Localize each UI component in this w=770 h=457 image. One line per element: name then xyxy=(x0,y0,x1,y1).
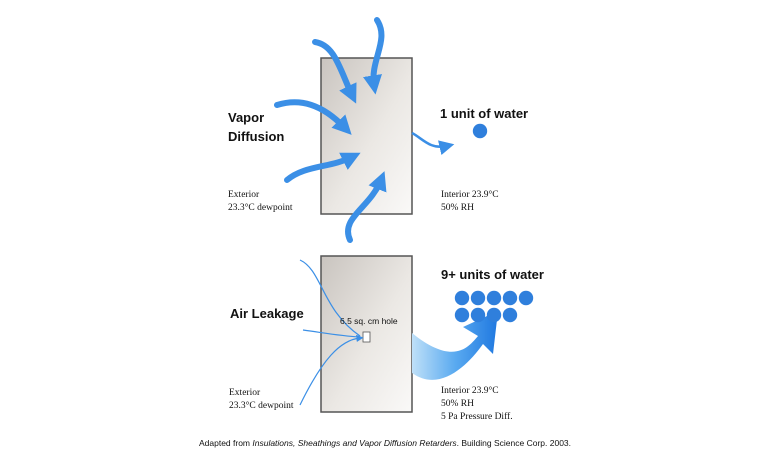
air-exterior-line2: 23.3°C dewpoint xyxy=(229,401,294,411)
vapor-heading-line1: Vapor xyxy=(228,110,265,125)
caption-title: Insulations, Sheathings and Vapor Diffus… xyxy=(252,438,457,448)
air-leakage-arrow xyxy=(412,311,498,380)
hole-label: 6.5 sq. cm hole xyxy=(340,316,398,326)
water-unit-dot xyxy=(486,307,502,323)
water-unit-dot xyxy=(486,290,502,306)
vapor-arrow-2 xyxy=(363,17,385,95)
vapor-arrow-1 xyxy=(312,39,357,104)
vapor-arrow-4 xyxy=(284,152,361,183)
air-line-3 xyxy=(299,334,364,406)
water-unit-dot xyxy=(470,307,486,323)
air-leakage-lines xyxy=(299,259,364,406)
source-caption: Adapted from Insulations, Sheathings and… xyxy=(0,438,770,448)
air-interior-line3: 5 Pa Pressure Diff. xyxy=(441,412,513,422)
water-unit-dot xyxy=(470,290,486,306)
vapor-arrow-3 xyxy=(274,99,352,135)
water-unit-dot xyxy=(472,123,488,139)
water-unit-dot xyxy=(454,307,470,323)
air-exterior-line1: Exterior xyxy=(229,388,261,398)
air-interior-line1: Interior 23.9°C xyxy=(441,386,499,396)
air-result: 9+ units of water xyxy=(441,267,544,282)
vapor-interior-line2: 50% RH xyxy=(441,203,474,213)
vapor-interior-label: Interior 23.9°C 50% RH xyxy=(441,189,499,215)
air-line-1 xyxy=(299,259,361,337)
air-interior-label: Interior 23.9°C 50% RH 5 Pa Pressure Dif… xyxy=(441,385,513,424)
vapor-arrows xyxy=(274,17,387,243)
vapor-interior-line1: Interior 23.9°C xyxy=(441,190,499,200)
air-interior-line2: 50% RH xyxy=(441,399,474,409)
water-unit-dot xyxy=(502,290,518,306)
air-line-2 xyxy=(302,329,361,338)
air-hole xyxy=(362,331,371,343)
vapor-exterior-line1: Exterior xyxy=(228,190,260,200)
air-exterior-label: Exterior 23.3°C dewpoint xyxy=(229,387,294,413)
water-unit-dot xyxy=(454,290,470,306)
vapor-heading: Vapor Diffusion xyxy=(228,108,284,146)
caption-suffix: . Building Science Corp. 2003. xyxy=(456,438,572,448)
vapor-heading-line2: Diffusion xyxy=(228,129,285,144)
water-unit-dot xyxy=(502,307,518,323)
vapor-exterior-line2: 23.3°C dewpoint xyxy=(228,203,293,213)
vapor-arrow-5 xyxy=(345,171,387,243)
air-water-units xyxy=(454,290,534,323)
vapor-exterior-label: Exterior 23.3°C dewpoint xyxy=(228,189,293,215)
air-heading: Air Leakage xyxy=(230,306,304,321)
vapor-result: 1 unit of water xyxy=(440,106,529,121)
vapor-wall xyxy=(320,57,413,215)
vapor-water-units xyxy=(472,123,488,139)
water-unit-dot xyxy=(518,290,534,306)
vapor-exit-arrow xyxy=(411,131,455,156)
caption-prefix: Adapted from xyxy=(198,438,253,448)
